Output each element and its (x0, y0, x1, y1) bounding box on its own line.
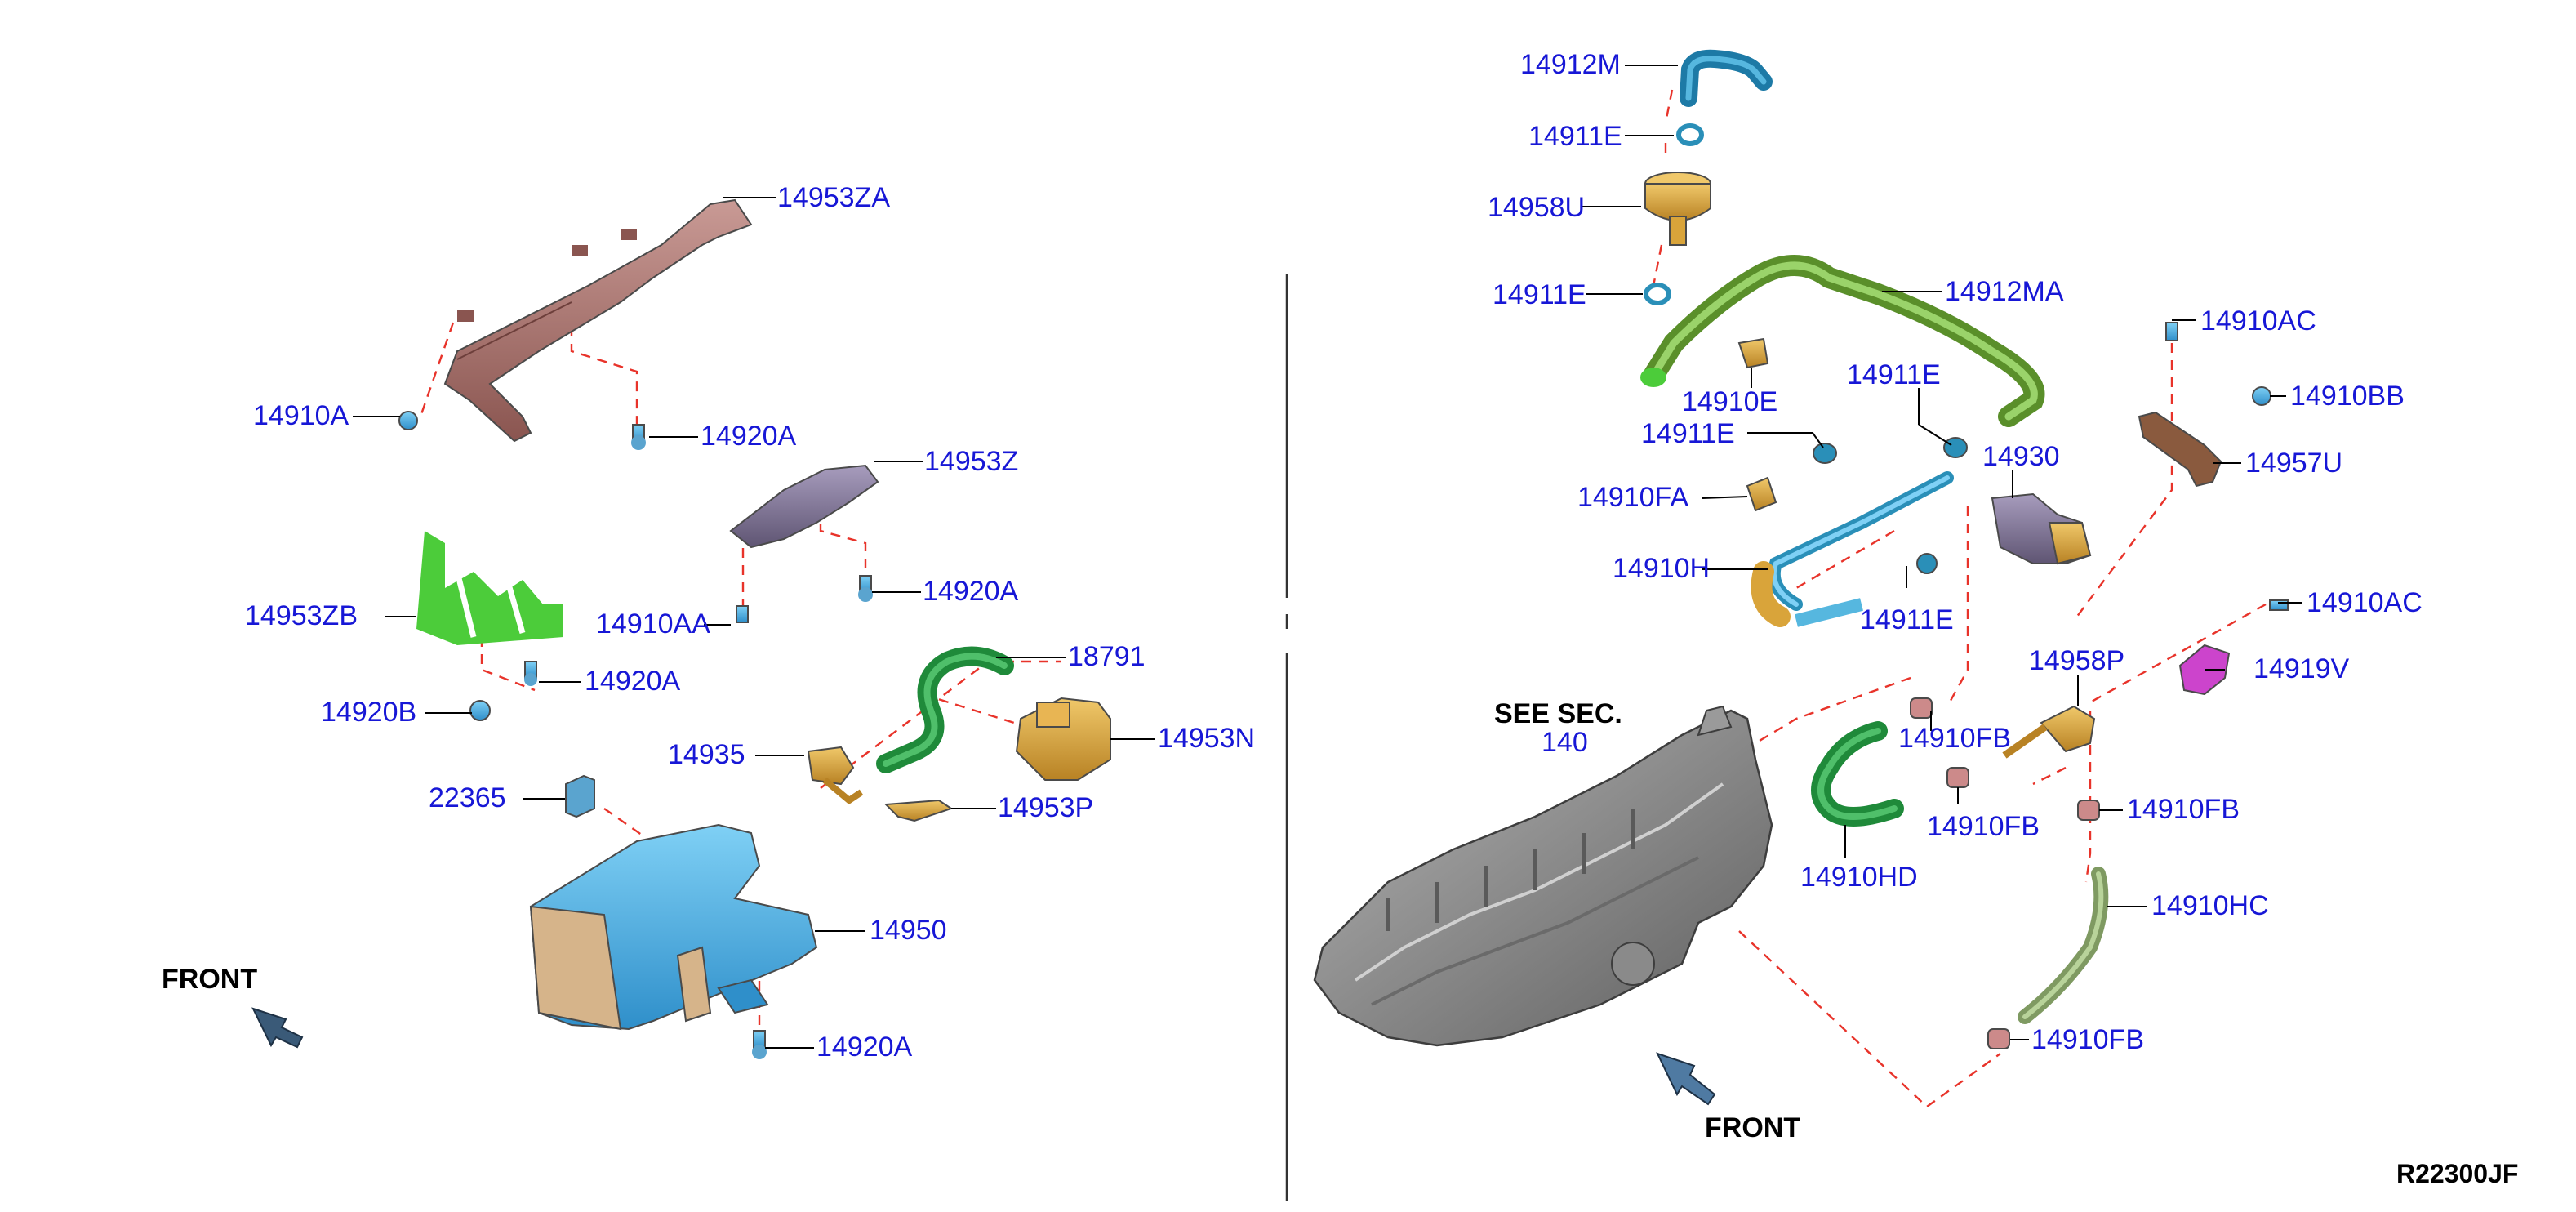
label-14910HD: 14910HD (1800, 862, 1918, 893)
diagram-code: R22300JF (2396, 1159, 2518, 1188)
label-14958U: 14958U (1488, 192, 1585, 223)
label-14910BB: 14910BB (2290, 381, 2405, 412)
clamp-14910FB-2 (1946, 767, 1969, 788)
label-14912M: 14912M (1520, 49, 1621, 80)
hose-14910HD (1811, 721, 1904, 827)
section-number-link[interactable]: 140 (1542, 727, 1588, 758)
clamp-14911E-4 (1943, 437, 1968, 458)
bracket-14953N (1015, 697, 1111, 781)
label-14920A-4: 14920A (816, 1032, 913, 1063)
label-14910AC-2: 14910AC (2307, 587, 2423, 618)
hose-14912MA (1640, 255, 2045, 427)
label-14957U: 14957U (2245, 448, 2342, 479)
clamp-14910FB-3 (2077, 800, 2100, 821)
label-14920A-1: 14920A (701, 421, 797, 452)
front-label-right: FRONT (1705, 1112, 1800, 1143)
label-14958P: 14958P (2029, 645, 2124, 676)
bracket-14910E (1737, 337, 1769, 369)
hose-14912M (1680, 49, 1773, 107)
label-14953P: 14953P (998, 792, 1093, 823)
label-14953N: 14953N (1158, 723, 1255, 754)
label-14910A: 14910A (253, 400, 349, 431)
label-14930: 14930 (1982, 441, 2060, 472)
label-14910E: 14910E (1682, 386, 1777, 417)
label-14953Z: 14953Z (924, 446, 1018, 477)
bolt-14920B (469, 700, 491, 721)
bolt-14910BB (2252, 386, 2271, 406)
label-14910H: 14910H (1613, 553, 1710, 584)
pipe-14910H (1751, 471, 1954, 627)
label-14920B: 14920B (321, 697, 416, 728)
label-14910FB-1: 14910FB (1898, 723, 2011, 754)
label-14919V: 14919V (2253, 653, 2350, 684)
bracket-14953P (883, 799, 954, 822)
bolt-14910AC-2 (2269, 599, 2289, 611)
see-section-label: SEE SEC. (1494, 698, 1622, 729)
valve-14958P (2002, 705, 2096, 759)
intake-manifold (1313, 705, 1773, 1047)
label-14910FA: 14910FA (1577, 482, 1688, 513)
label-14910AA: 14910AA (596, 608, 710, 639)
clamp-14910FB-1 (1910, 697, 1933, 719)
label-14910FB-4: 14910FB (2031, 1024, 2144, 1055)
bracket-14953ZA (443, 198, 753, 443)
label-14920A-2: 14920A (923, 576, 1019, 607)
clamp-14911E-5 (1916, 553, 1938, 574)
label-14911E-1: 14911E (1528, 121, 1622, 152)
right-dashed-lines (1652, 89, 2267, 1108)
label-14950: 14950 (870, 915, 947, 946)
purge-valve-14930 (1991, 492, 2092, 565)
bolt-14910AA (736, 605, 749, 623)
label-18791: 18791 (1068, 641, 1146, 672)
bolt-14920A-2 (858, 575, 873, 602)
sensor-22365 (565, 774, 595, 818)
label-14910HC: 14910HC (2151, 890, 2269, 921)
bolt-14920A-1 (631, 424, 646, 450)
label-14911E-3: 14911E (1847, 359, 1941, 390)
label-14935: 14935 (668, 739, 745, 770)
label-14953ZA: 14953ZA (777, 182, 890, 213)
hose-18791 (876, 646, 1014, 773)
valve-14935 (807, 746, 864, 804)
clamp-14911E-1 (1676, 123, 1704, 146)
label-14911E-2: 14911E (1493, 279, 1586, 310)
front-arrow-icon-right (1656, 1052, 1716, 1106)
label-22365: 22365 (429, 782, 506, 813)
tube-14910HC (2018, 867, 2109, 1024)
bracket-14953ZB (416, 531, 563, 645)
clamp-14911E-3 (1813, 443, 1837, 464)
bolt-14920A-3 (524, 661, 537, 686)
bolt-14910A (398, 411, 418, 430)
bolt-14920A-4 (752, 1030, 767, 1059)
front-label-left: FRONT (162, 964, 257, 995)
label-14920A-3: 14920A (585, 666, 681, 697)
filter-14958U (1644, 172, 1711, 246)
bolt-14910AC-1 (2165, 322, 2178, 341)
canister-14950 (529, 823, 818, 1031)
label-14910FB-2: 14910FB (1927, 811, 2040, 842)
bracket-14957U (2138, 411, 2222, 488)
clamp-14911E-2 (1644, 283, 1671, 305)
front-arrow-icon-left (251, 1007, 304, 1049)
label-14910AC-1: 14910AC (2200, 305, 2316, 336)
label-14910FB-3: 14910FB (2127, 794, 2240, 825)
label-14911E-5: 14911E (1860, 604, 1954, 635)
label-14911E-4: 14911E (1641, 418, 1735, 449)
bracket-14910FA (1746, 476, 1777, 512)
bracket-14953Z (729, 464, 879, 549)
label-14953ZB: 14953ZB (245, 600, 358, 631)
leader-lines (353, 65, 2302, 1049)
label-14912MA: 14912MA (1945, 276, 2064, 307)
clamp-14910FB-4 (1987, 1028, 2010, 1049)
